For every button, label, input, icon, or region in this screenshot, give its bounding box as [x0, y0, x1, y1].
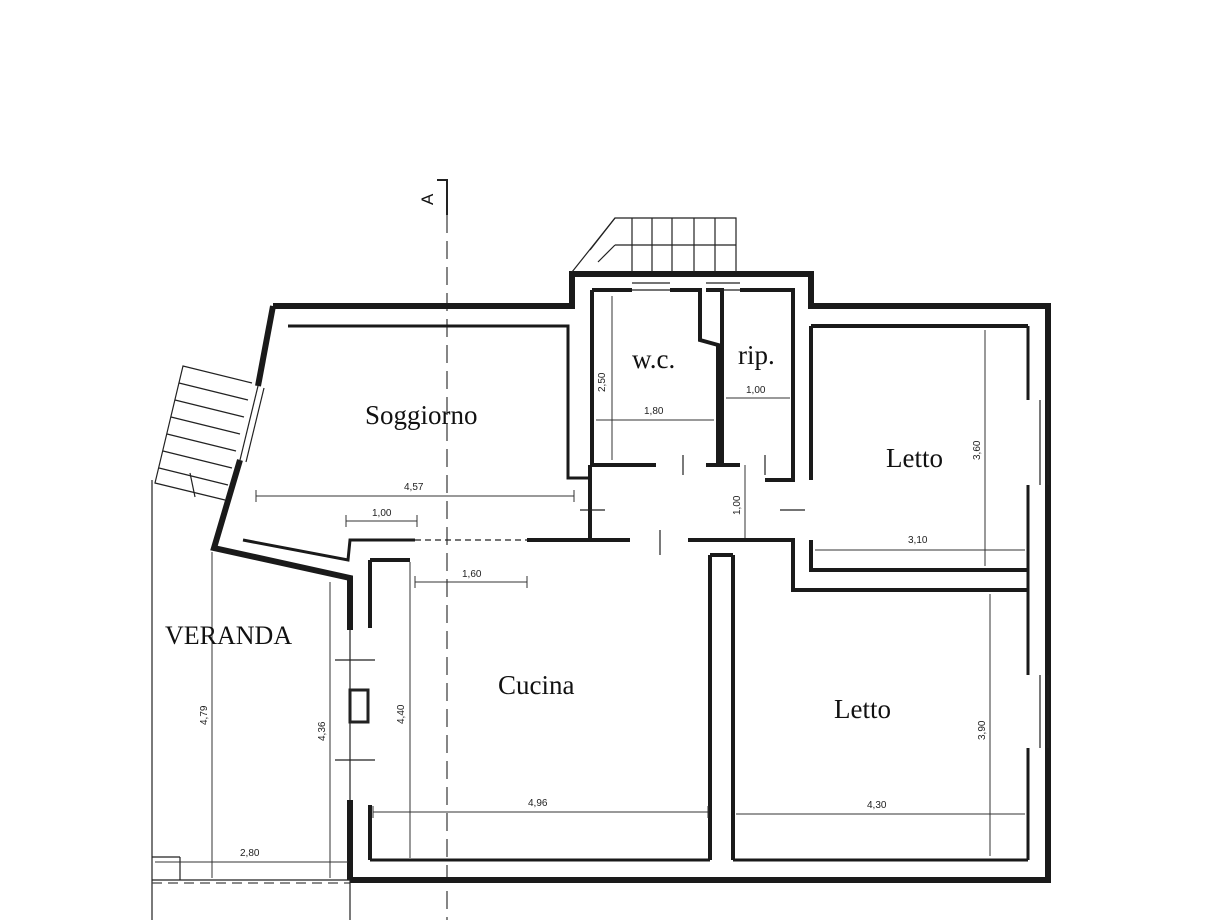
dim-letto-bottom-width: 4,30: [867, 800, 887, 811]
dim-letto-top-width: 3,10: [908, 535, 928, 546]
dim-wc-width: 1,80: [644, 406, 664, 417]
section-line-a: A: [418, 179, 448, 920]
stairs-top: [571, 217, 737, 273]
dim-veranda-height: 4,79: [199, 705, 210, 725]
dim-opening-width: 1,60: [462, 569, 482, 580]
section-marker-label: A: [418, 193, 437, 205]
dim-cucina-height: 4,40: [396, 704, 407, 724]
room-label-veranda: VERANDA: [165, 621, 292, 650]
veranda-outline: [151, 480, 351, 920]
dim-letto-bottom-height: 3,90: [977, 720, 988, 740]
room-label-rip: rip.: [738, 340, 775, 370]
dim-corridor-width: 1,00: [732, 495, 743, 515]
room-label-wc: w.c.: [632, 344, 675, 374]
dim-cucina-width: 4,96: [528, 798, 548, 809]
dim-veranda-inner-height: 4,36: [317, 721, 328, 741]
room-label-cucina: Cucina: [498, 670, 574, 700]
room-labels: Soggiorno w.c. rip. Letto Cucina Letto V…: [165, 340, 943, 724]
windows: [239, 282, 1049, 800]
dim-letto-top-height: 3,60: [972, 440, 983, 460]
dim-wc-height: 2,50: [597, 372, 608, 392]
dim-veranda-width: 2,80: [240, 848, 260, 859]
dim-rip-width: 1,00: [746, 385, 766, 396]
dimension-lines: [155, 296, 1025, 878]
room-label-letto-bottom: Letto: [834, 694, 891, 724]
stairs-left: [154, 365, 253, 501]
room-label-soggiorno: Soggiorno: [365, 400, 478, 430]
exterior-walls: [210, 271, 1051, 883]
room-label-letto-top: Letto: [886, 443, 943, 473]
dimension-labels: 4,57 1,00 1,60 2,50 1,80 1,00 1,00 3,60 …: [199, 372, 988, 859]
interior-walls: [348, 288, 1028, 860]
dim-door-width: 1,00: [372, 508, 392, 519]
dim-soggiorno-width: 4,57: [404, 482, 424, 493]
